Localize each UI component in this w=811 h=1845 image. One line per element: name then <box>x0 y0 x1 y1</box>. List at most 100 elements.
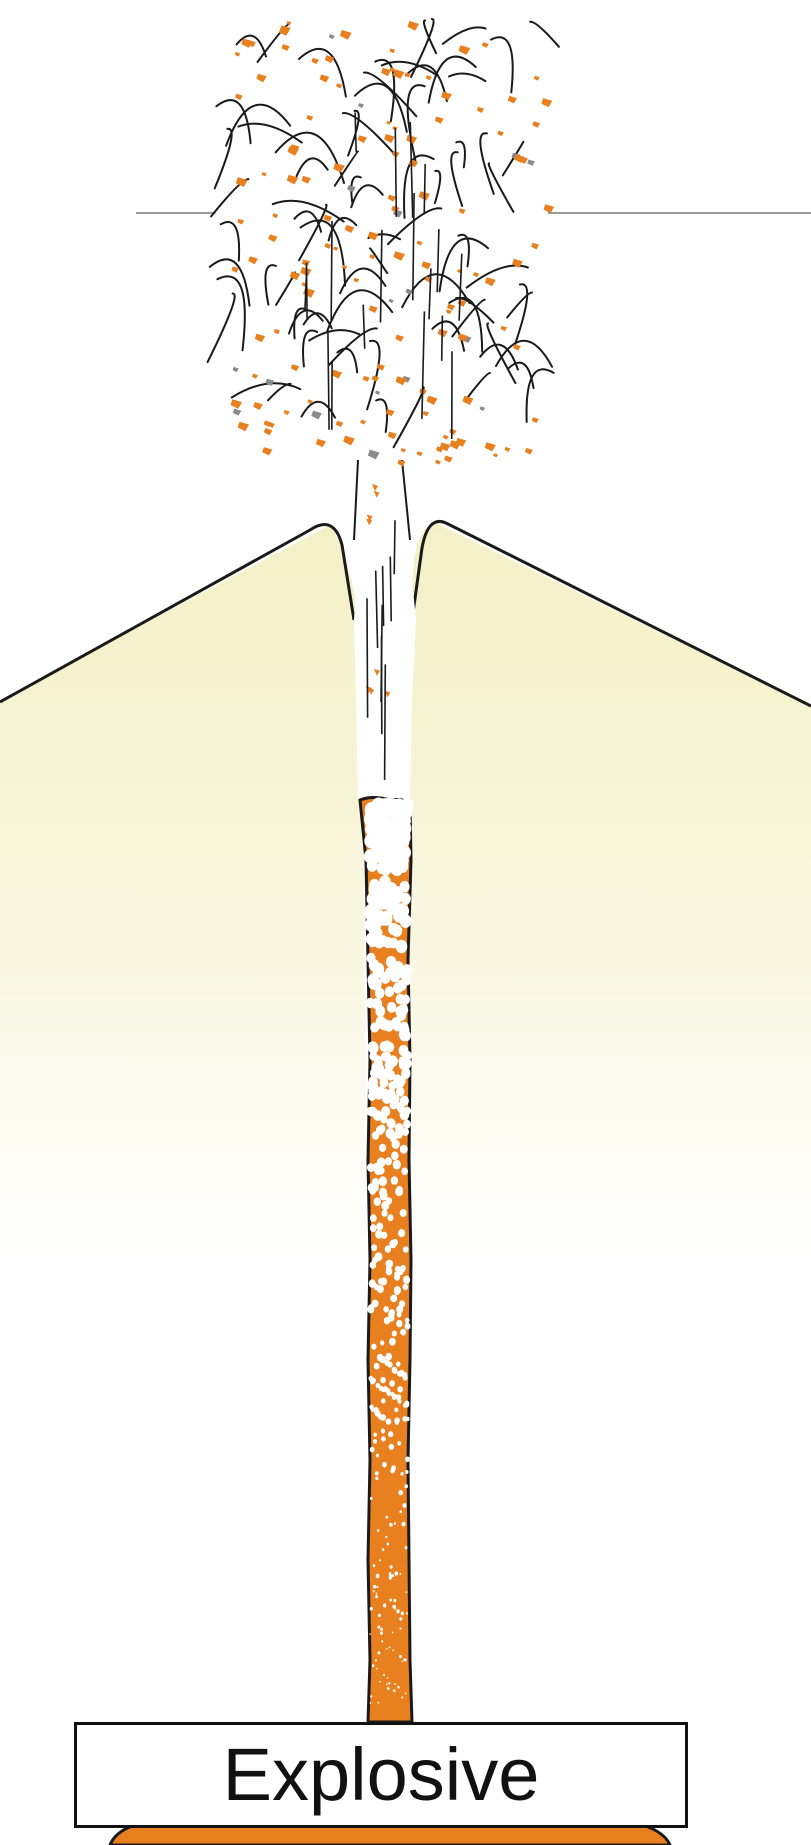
gas-bubble <box>401 994 410 1004</box>
gas-bubble <box>403 1284 409 1290</box>
gas-bubble <box>379 1559 381 1561</box>
gas-bubble <box>369 1633 371 1635</box>
gas-bubble <box>379 1681 381 1683</box>
gas-bubble <box>383 1604 386 1608</box>
ash-fragment <box>525 448 533 455</box>
gas-bubble <box>382 1548 384 1551</box>
ash-fragment <box>264 428 273 435</box>
gas-bubble <box>387 1002 396 1013</box>
gas-bubble <box>368 1041 378 1053</box>
gas-bubble <box>381 850 392 863</box>
gas-bubble <box>380 1115 388 1124</box>
gas-bubble <box>403 1120 411 1129</box>
gas-bubble <box>397 1441 401 1445</box>
gas-bubble <box>402 974 412 985</box>
ash-streak <box>355 112 356 152</box>
gas-bubble <box>393 982 403 993</box>
gas-bubble <box>391 1151 399 1160</box>
gas-bubble <box>403 1051 411 1061</box>
gas-bubble <box>398 1490 403 1495</box>
gas-bubble <box>368 922 380 935</box>
gas-bubble <box>370 1022 379 1032</box>
gas-bubble <box>401 1696 403 1698</box>
gas-bubble <box>371 1064 380 1075</box>
conduit-streak <box>367 598 368 718</box>
gas-bubble <box>406 1612 408 1614</box>
gas-bubble <box>398 1105 406 1114</box>
gas-bubble <box>396 1361 401 1366</box>
gas-bubble <box>370 1214 377 1222</box>
gas-bubble <box>402 1128 409 1136</box>
gas-bubble <box>405 1318 410 1323</box>
gas-bubble <box>389 1309 395 1316</box>
ash-fragment <box>435 460 441 465</box>
gas-bubble <box>402 1522 406 1527</box>
gas-bubble <box>389 1647 391 1649</box>
gas-bubble <box>383 937 393 948</box>
gas-bubble <box>373 1433 377 1437</box>
gas-bubble <box>393 1599 396 1603</box>
gas-bubble <box>380 1019 390 1031</box>
gas-bubble <box>392 1650 394 1652</box>
gas-bubble <box>375 1595 378 1598</box>
gas-bubble <box>389 1523 392 1527</box>
ash-fragment <box>532 417 539 423</box>
gas-bubble <box>389 1444 394 1450</box>
eruption-type-text: Explosive <box>223 1738 540 1812</box>
gas-bubble <box>405 1402 409 1407</box>
gas-bubble <box>371 1344 376 1350</box>
gas-bubble <box>388 1081 396 1090</box>
gas-bubble <box>397 1267 404 1275</box>
gas-bubble <box>392 961 403 974</box>
gas-bubble <box>381 910 392 923</box>
gas-bubble <box>380 1628 383 1631</box>
ash-streak <box>306 263 307 319</box>
gas-bubble <box>402 1661 404 1663</box>
gas-bubble <box>370 1607 373 1611</box>
gas-bubble <box>401 893 411 905</box>
gas-bubble <box>368 1304 374 1311</box>
gas-bubble <box>373 1564 376 1567</box>
gas-bubble <box>385 1536 387 1539</box>
gas-bubble <box>396 1320 402 1327</box>
gas-bubble <box>385 1042 394 1052</box>
gas-bubble <box>394 1286 401 1294</box>
gas-bubble <box>380 1191 388 1200</box>
gas-bubble <box>400 881 410 893</box>
gas-bubble <box>387 1543 390 1546</box>
conduit-streak <box>394 520 395 574</box>
gas-bubble <box>371 1378 376 1383</box>
gas-bubble <box>389 1380 395 1387</box>
gas-bubble <box>374 1055 382 1064</box>
gas-bubble <box>374 1363 380 1370</box>
conduit-streak <box>390 557 391 622</box>
gas-bubble <box>400 914 412 928</box>
gas-bubble <box>378 1651 381 1654</box>
ash-fragment <box>401 448 406 452</box>
gas-bubble <box>376 1454 379 1458</box>
gas-bubble <box>375 1005 385 1016</box>
conduit-streak <box>383 566 384 626</box>
gas-bubble <box>400 1145 408 1154</box>
gas-bubble <box>402 1503 406 1508</box>
gas-bubble <box>391 1465 396 1471</box>
gas-bubble <box>370 1224 377 1232</box>
gas-bubble <box>405 1470 408 1474</box>
gas-bubble <box>389 1575 393 1579</box>
gas-bubble <box>380 1414 386 1421</box>
gas-bubble <box>406 1417 410 1421</box>
gas-bubble <box>376 1586 378 1588</box>
eruption-type-label: Explosive <box>74 1722 688 1828</box>
gas-bubble <box>367 859 378 871</box>
gas-bubble <box>385 986 394 997</box>
gas-bubble <box>387 1687 390 1690</box>
gas-bubble <box>382 1210 388 1217</box>
gas-bubble <box>378 1702 380 1704</box>
gas-bubble <box>369 1405 373 1410</box>
gas-bubble <box>400 1032 408 1041</box>
gas-bubble <box>384 1317 390 1324</box>
gas-bubble <box>394 1417 400 1423</box>
gas-bubble <box>390 1134 397 1142</box>
gas-bubble <box>385 1353 392 1361</box>
